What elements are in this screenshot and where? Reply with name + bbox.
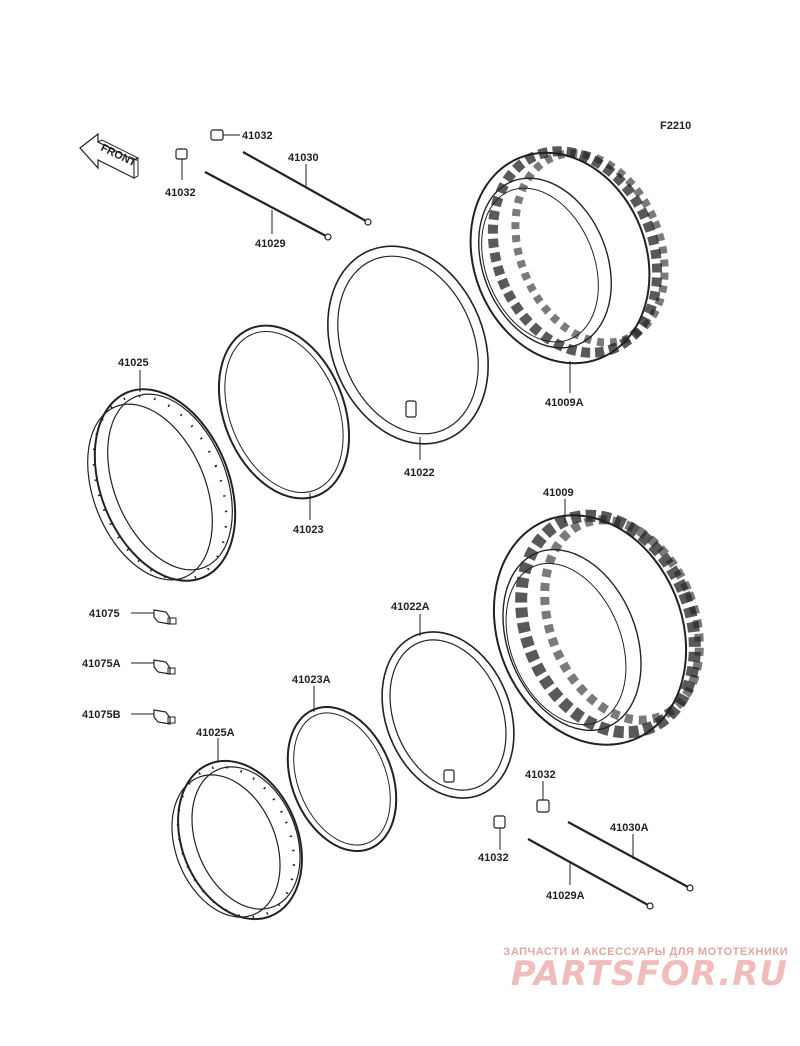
watermark-logo: PARTSFOR.RU [510,954,788,994]
valve-nut-upper [210,129,240,141]
label-41029A: 41029A [546,890,585,902]
label-41032-c: 41032 [525,769,556,781]
label-41075A: 41075A [82,658,121,670]
label-41032-a: 41032 [242,130,273,142]
label-41009: 41009 [543,487,574,499]
label-41075B: 41075B [82,709,121,721]
spoke-41030 [242,151,372,226]
rear-tire [492,499,704,746]
front-tube [327,245,489,460]
air-valve-41075A [131,659,176,675]
front-rim-band [217,324,351,520]
label-41023A: 41023A [292,674,331,686]
watermark-tagline: ЗАПЧАСТИ И АКСЕССУАРЫ ДЛЯ МОТОТЕХНИКИ [503,946,788,958]
label-41022: 41022 [404,467,435,479]
label-41030A: 41030A [610,822,649,834]
label-41009A: 41009A [545,397,584,409]
front-rim [87,370,237,582]
label-41030: 41030 [288,152,319,164]
figure-code: F2210 [660,120,691,132]
air-valve-41075B [131,709,176,725]
air-valve-41075 [131,609,177,625]
spoke-41030A [567,821,694,892]
label-41075: 41075 [89,608,120,620]
valve-nut-lower [536,781,550,813]
label-41032-b: 41032 [165,187,196,199]
front-arrow-icon: FRONT [79,132,140,179]
rear-rim [171,738,303,921]
watermark: ЗАПЧАСТИ И АКСЕССУАРЫ ДЛЯ МОТОТЕХНИКИ PA… [503,946,788,994]
valve-cap-lower [493,815,506,850]
spoke-41029 [204,171,332,241]
label-41029: 41029 [255,238,286,250]
spoke-41029A [527,838,654,910]
rear-tube [381,614,515,799]
label-41023: 41023 [293,524,324,536]
label-41025: 41025 [118,357,149,369]
label-41025A: 41025A [196,727,235,739]
label-41032-d: 41032 [478,852,509,864]
valve-cap-upper [175,148,188,180]
label-41022A: 41022A [391,601,430,613]
rear-rim-band [286,686,398,853]
